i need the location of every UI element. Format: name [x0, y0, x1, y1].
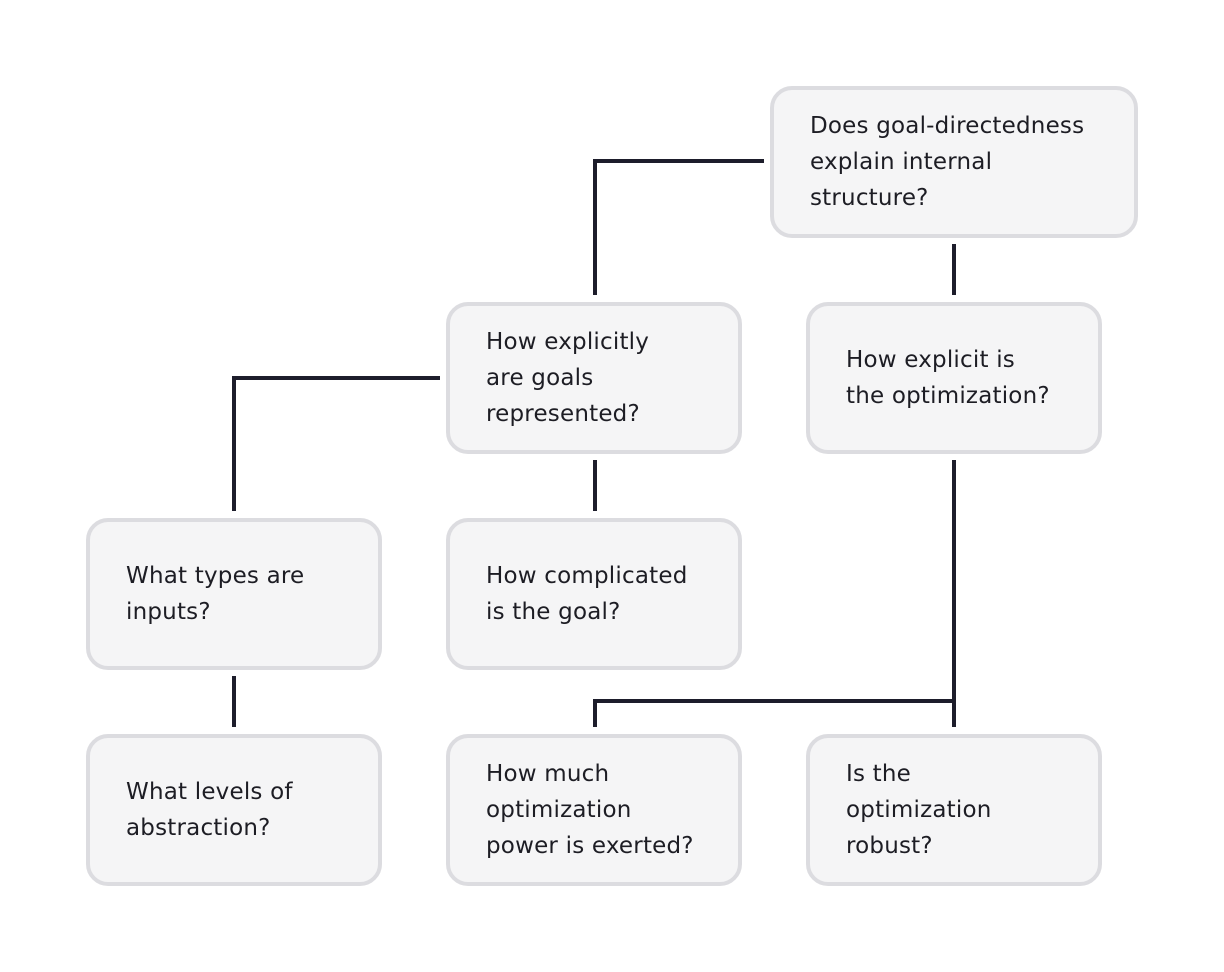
node-label: What levels of abstraction?: [126, 774, 293, 846]
node-label-line: explain internal: [810, 149, 993, 175]
node-explicit-optimization: How explicit is the optimization?: [806, 302, 1102, 454]
node-label-line: What types are: [126, 563, 305, 589]
connector-root-to-goals-represented: [593, 159, 764, 295]
node-abstraction-levels: What levels of abstraction?: [86, 734, 382, 886]
node-label-line: How complicated: [486, 563, 688, 589]
node-label-line: structure?: [810, 185, 929, 211]
node-label-line: robust?: [846, 833, 933, 859]
node-optimization-robust: Is the optimization robust?: [806, 734, 1102, 886]
connector-goals-represented-to-input-types: [232, 376, 440, 511]
node-label: How complicated is the goal?: [486, 558, 688, 630]
node-label-line: are goals: [486, 365, 594, 391]
node-label-line: Is the: [846, 761, 912, 787]
node-goals-represented: How explicitly are goals represented?: [446, 302, 742, 454]
node-label: How explicit is the optimization?: [846, 342, 1050, 414]
node-label-line: inputs?: [126, 599, 211, 625]
node-label: Does goal-directedness explain internal …: [810, 108, 1084, 216]
node-label-line: optimization: [486, 797, 632, 823]
node-label: Is the optimization robust?: [846, 756, 992, 864]
node-label-line: abstraction?: [126, 815, 271, 841]
node-label-line: Does goal-directedness: [810, 113, 1085, 139]
node-input-types: What types are inputs?: [86, 518, 382, 670]
node-label: What types are inputs?: [126, 558, 304, 630]
node-label-line: the optimization?: [846, 383, 1050, 409]
node-label-line: What levels of: [126, 779, 293, 805]
node-label: How explicitly are goals represented?: [486, 324, 649, 432]
node-label-line: is the goal?: [486, 599, 621, 625]
node-goal-complexity: How complicated is the goal?: [446, 518, 742, 670]
node-optimization-power: How much optimization power is exerted?: [446, 734, 742, 886]
node-label-line: How explicitly: [486, 329, 650, 355]
node-label-line: How explicit is: [846, 347, 1015, 373]
node-label: How much optimization power is exerted?: [486, 756, 694, 864]
node-goal-directedness-structure: Does goal-directedness explain internal …: [770, 86, 1138, 238]
connector-explicit-optimization-to-optimization-power: [593, 699, 954, 727]
node-label-line: optimization: [846, 797, 992, 823]
node-label-line: power is exerted?: [486, 833, 694, 859]
node-label-line: How much: [486, 761, 610, 787]
node-label-line: represented?: [486, 401, 640, 427]
